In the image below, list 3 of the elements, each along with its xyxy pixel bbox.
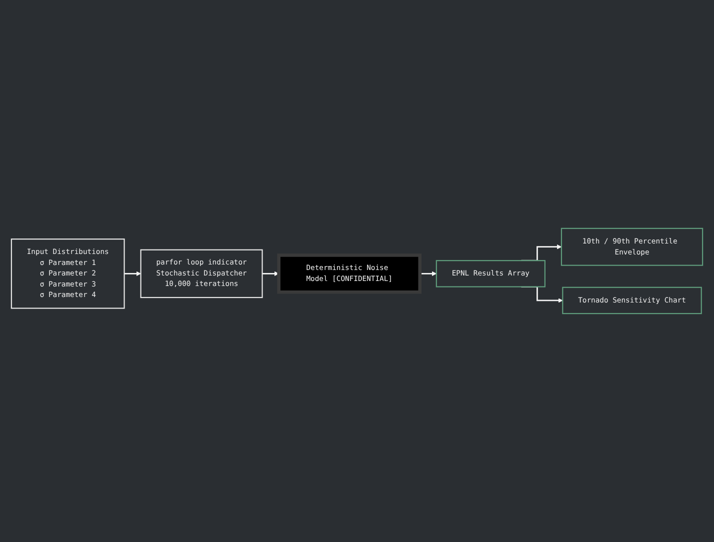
arrow [124, 271, 142, 276]
arrow [420, 271, 437, 276]
arrow [262, 271, 280, 276]
